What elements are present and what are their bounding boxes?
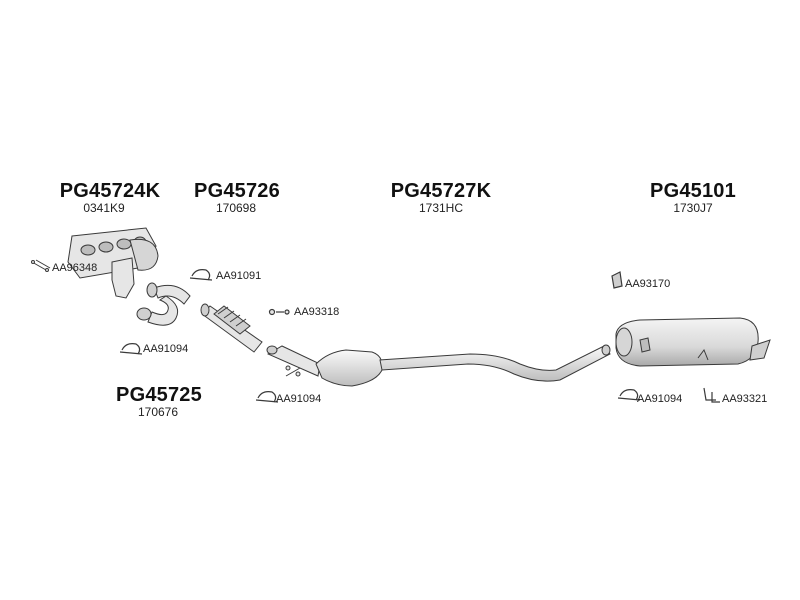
assembly-code-flex-pipe: PG45726 <box>194 180 280 202</box>
clamp-icon-aa91094-mid <box>255 391 279 403</box>
bracket-icon-aa93321 <box>703 387 720 403</box>
rear-muffler-part <box>615 317 771 367</box>
stud-part <box>31 259 51 272</box>
clamp-icon-aa91094-left <box>119 343 143 355</box>
clamp-icon-aa91091 <box>189 269 213 281</box>
assembly-ref-flex-pipe: 170698 <box>215 201 257 215</box>
clamp-icon-aa91094-right <box>617 389 641 401</box>
assembly-code-catalyst: PG45727K <box>390 180 492 202</box>
hardware-label-aa93170: AA93170 <box>625 278 671 290</box>
hardware-label-aa93321: AA93321 <box>722 393 768 405</box>
bolt-icon-aa93318 <box>268 308 290 316</box>
hardware-label-aa91094-right: AA91094 <box>637 393 683 405</box>
flex-pipe-part <box>200 303 263 353</box>
assembly-ref-front-pipe: 170676 <box>137 405 179 419</box>
hardware-label-aa91091: AA91091 <box>216 270 262 282</box>
assembly-code-muffler: PG45101 <box>650 180 736 202</box>
hanger-icon-aa93170 <box>611 271 623 289</box>
exhaust-manifold-part <box>67 227 159 299</box>
assembly-code-manifold: PG45724K <box>59 180 161 202</box>
catalyst-pipe-part <box>266 344 611 387</box>
assembly-ref-muffler: 1730J7 <box>673 201 713 215</box>
front-bend-pipe-part <box>136 282 191 326</box>
assembly-ref-catalyst: 1731HC <box>418 201 464 215</box>
hardware-label-aa96348: AA96348 <box>52 262 98 274</box>
assembly-ref-manifold: 0341K9 <box>83 201 125 215</box>
hardware-label-aa91094-left: AA91094 <box>143 343 189 355</box>
hardware-label-aa91094-mid: AA91094 <box>276 393 322 405</box>
hardware-label-aa93318: AA93318 <box>294 306 340 318</box>
assembly-code-front-pipe: PG45725 <box>116 384 202 406</box>
